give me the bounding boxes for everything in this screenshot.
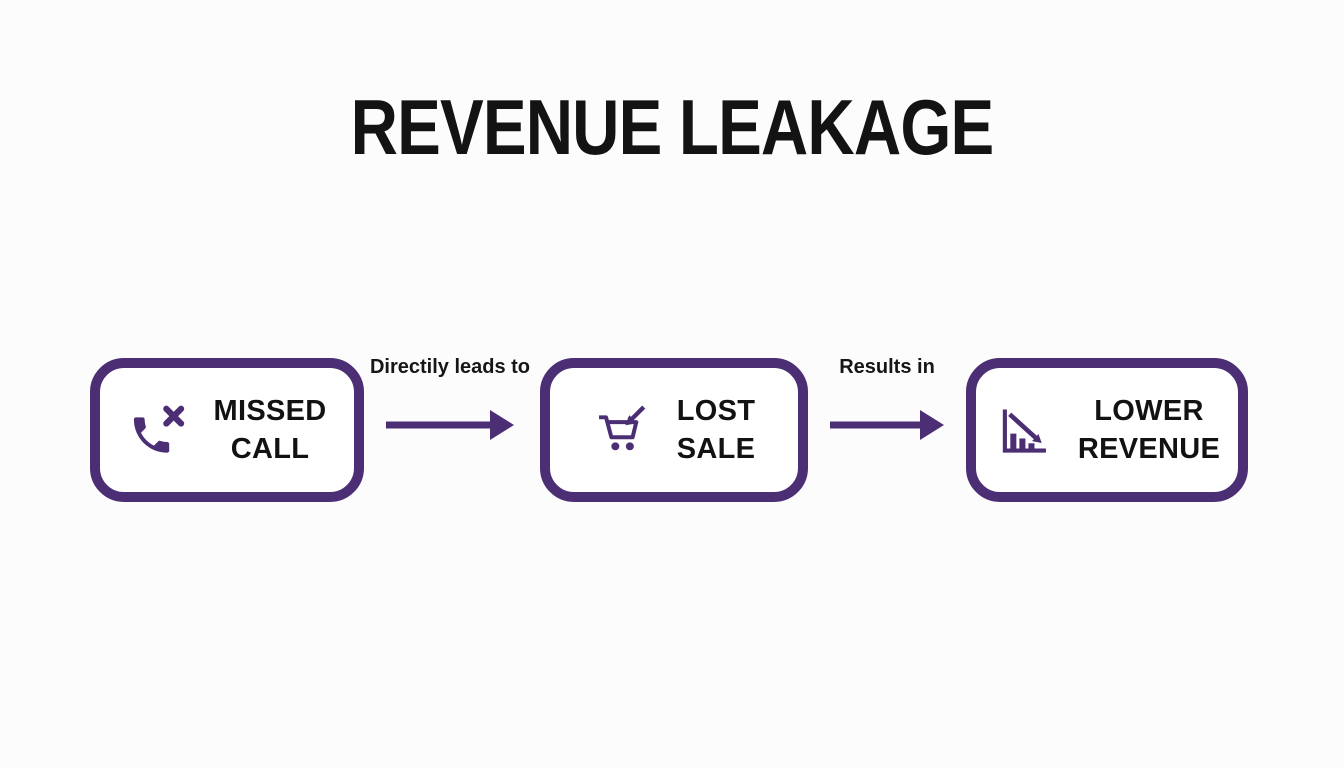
- connector-label: Results in: [839, 356, 935, 378]
- node-label-line: MISSED: [213, 395, 327, 427]
- node-label-line: CALL: [230, 433, 310, 465]
- arrow-right-icon: [386, 410, 514, 440]
- page-title: REVENUE LEAKAGE: [350, 83, 995, 171]
- lost-sale-cart-icon: [598, 405, 646, 451]
- node-lost-sale: LOST SALE: [540, 358, 808, 502]
- node-lower-revenue-label: LOWER REVENUE: [1078, 392, 1220, 468]
- connector-missed-to-lost: Directily leads to: [370, 356, 530, 443]
- node-missed-call-label: MISSED CALL: [214, 392, 327, 468]
- connector-label: Directily leads to: [369, 356, 531, 378]
- node-lost-sale-label: LOST SALE: [677, 392, 756, 468]
- node-lower-revenue: LOWER REVENUE: [966, 358, 1248, 502]
- node-label-line: SALE: [676, 433, 756, 465]
- node-label-line: LOST: [676, 395, 756, 427]
- missed-call-phone-icon: [133, 405, 184, 453]
- node-label-line: REVENUE: [1077, 433, 1221, 465]
- declining-chart-icon: [1002, 409, 1046, 453]
- node-missed-call: MISSED CALL: [90, 358, 364, 502]
- connector-lost-to-lower: Results in: [824, 356, 950, 443]
- arrow-right-icon: [830, 410, 944, 440]
- node-label-line: LOWER: [1094, 395, 1204, 427]
